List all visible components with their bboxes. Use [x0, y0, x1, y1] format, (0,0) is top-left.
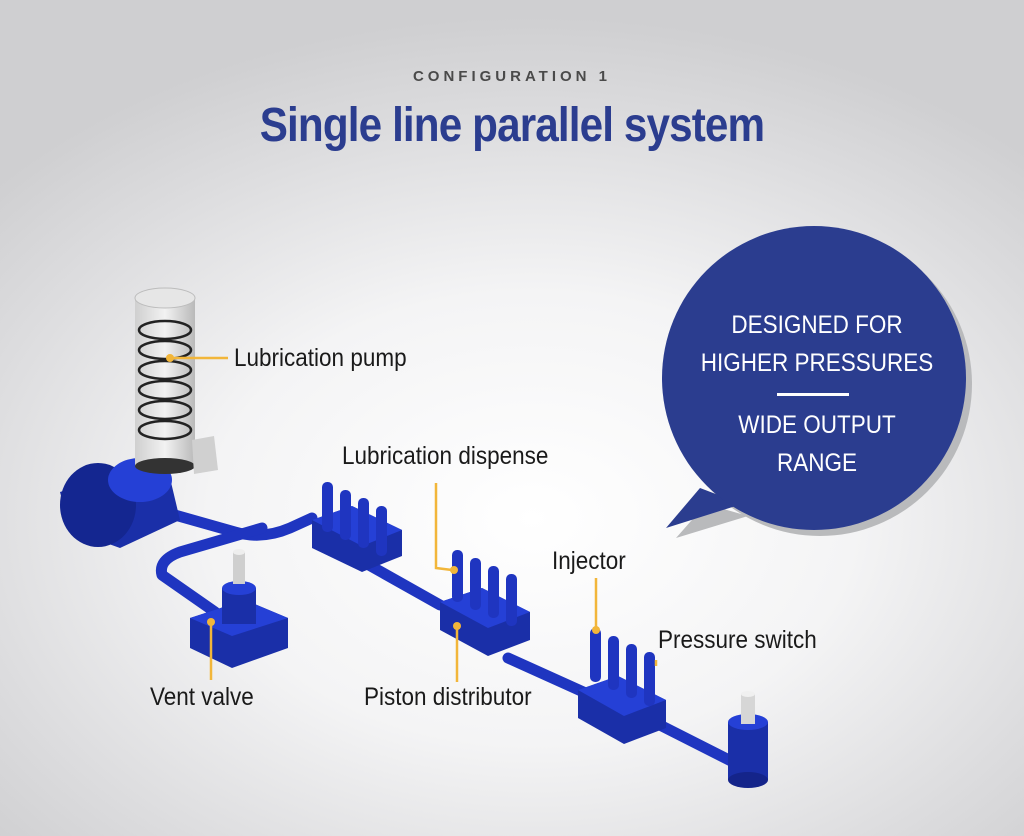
leader-dots [166, 354, 600, 634]
label-lubrication-dispense: Lubrication dispense [342, 442, 549, 470]
lubrication-pump-icon [134, 287, 218, 474]
motor [60, 458, 180, 548]
label-pressure-switch: Pressure switch [658, 626, 817, 654]
label-piston-distributor: Piston distributor [364, 683, 532, 711]
callout-line-3: WIDE OUTPUT [738, 411, 896, 439]
label-lubrication-pump: Lubrication pump [234, 344, 407, 372]
callout-divider [777, 393, 849, 396]
callout-bubble [662, 226, 972, 538]
configuration-label: CONFIGURATION 1 [412, 68, 612, 85]
injector-icon [578, 628, 666, 744]
vent-valve-icon [190, 549, 288, 668]
label-vent-valve: Vent valve [150, 683, 254, 711]
supply-line [144, 502, 741, 769]
leader-lines [170, 356, 658, 682]
label-injector: Injector [552, 547, 626, 575]
callout-line-4: RANGE [776, 449, 858, 477]
page-title: Single line parallel system [259, 99, 765, 152]
piston-distributor-icon [440, 550, 530, 656]
callout-line-1: DESIGNED FOR [731, 311, 903, 339]
callout-line-2: HIGHER PRESSURES [700, 349, 934, 377]
pressure-switch-icon [728, 691, 768, 788]
distributor-block-1 [312, 482, 402, 572]
